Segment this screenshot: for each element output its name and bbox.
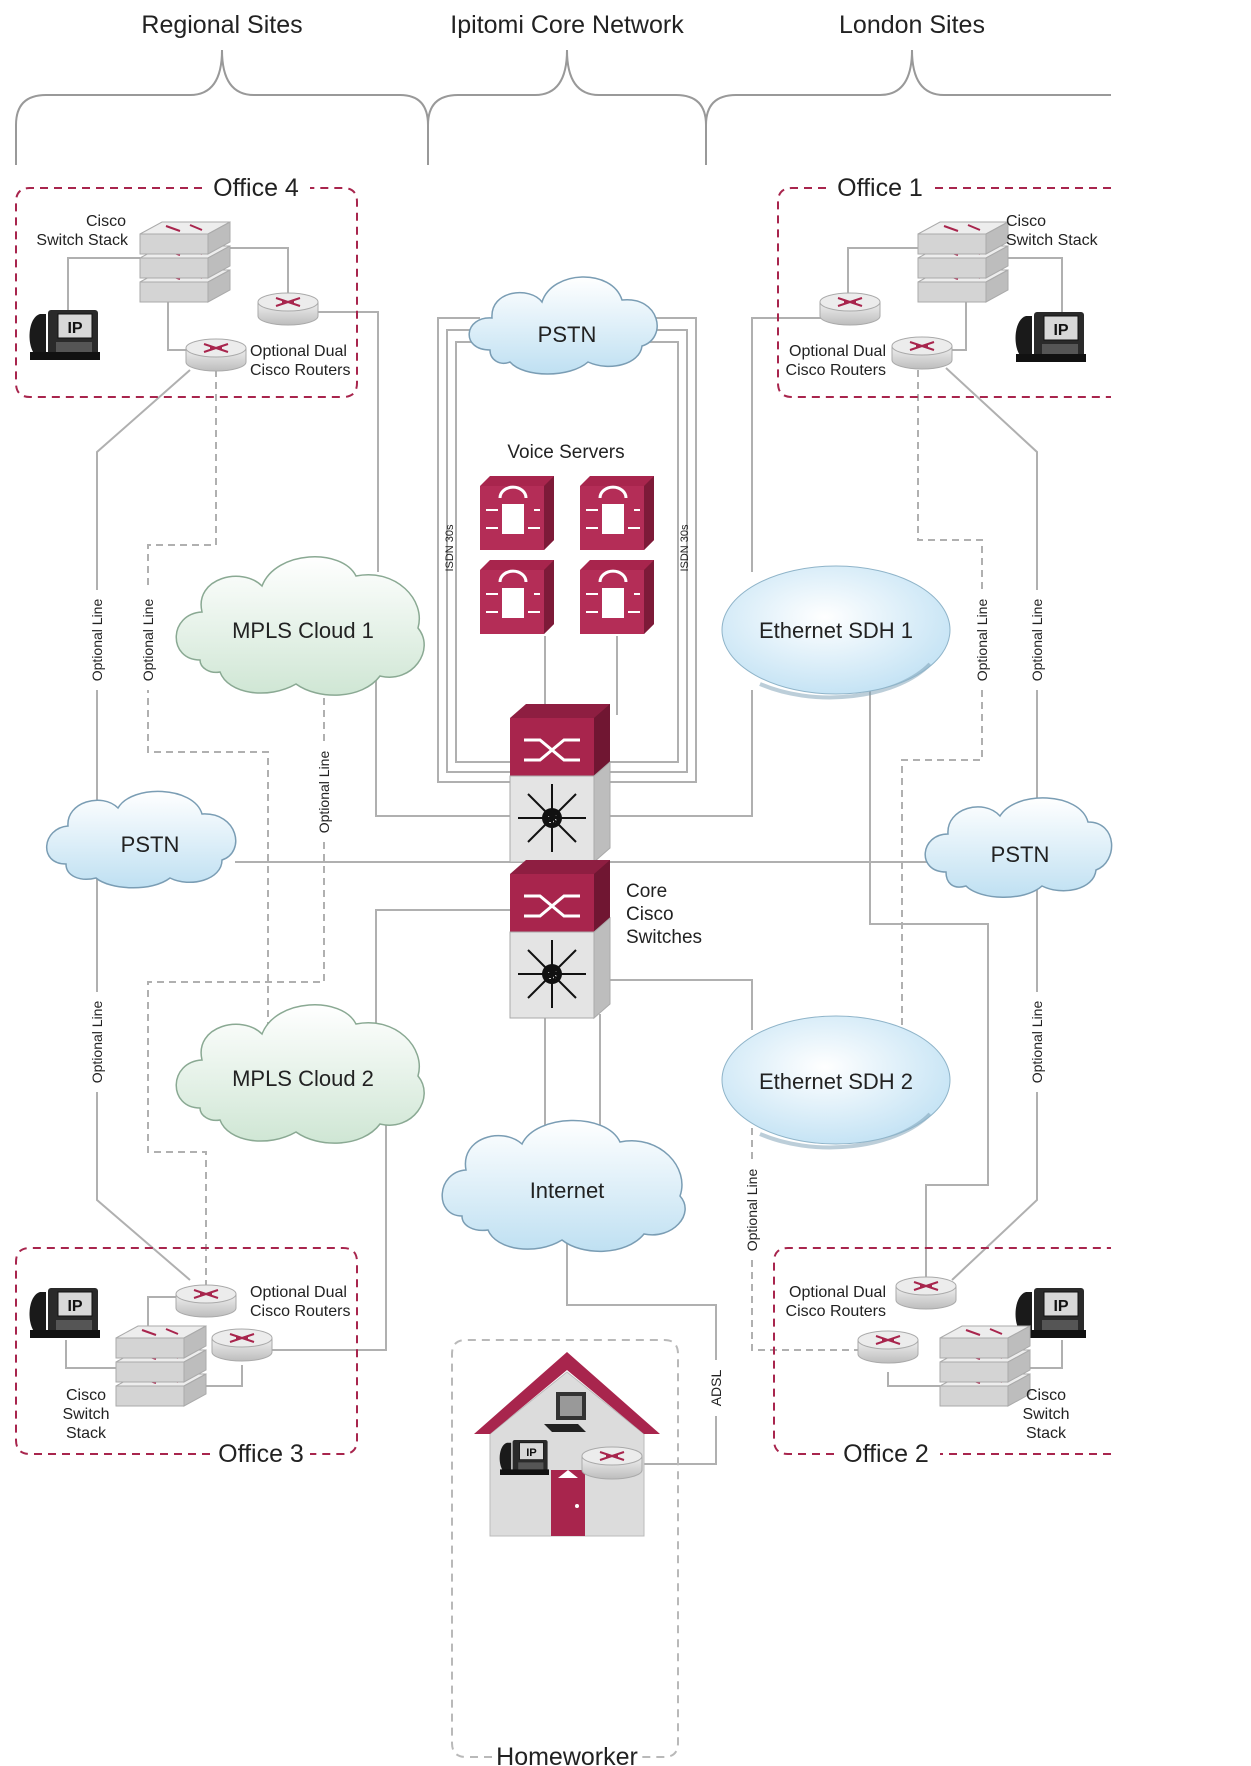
office-1: Office 1 Cisco Switch Stack Optional Dua… bbox=[777, 174, 1111, 398]
switch-stack-label: Switch Stack bbox=[36, 232, 129, 249]
optional-line-label: Optional Line bbox=[140, 599, 156, 682]
header-braces bbox=[15, 49, 1111, 165]
adsl-label: ADSL bbox=[708, 1370, 724, 1407]
isdn-left-label: ISDN 30s bbox=[444, 524, 456, 572]
optional-dual-label: Optional Dual bbox=[250, 1284, 347, 1301]
pstn-right-cloud: PSTN bbox=[924, 797, 1113, 898]
optional-line-label: Optional Line bbox=[1029, 599, 1045, 682]
header-london: London Sites bbox=[839, 11, 985, 39]
router-icon bbox=[175, 1284, 237, 1318]
sdh2-ellipse: Ethernet SDH 2 bbox=[721, 1015, 951, 1150]
mpls2-cloud: MPLS Cloud 2 bbox=[175, 1004, 425, 1144]
router-icon bbox=[857, 1330, 919, 1364]
ip-phone-icon bbox=[29, 309, 101, 361]
optional-dual-label: Optional Dual bbox=[250, 343, 347, 360]
ip-phone-icon bbox=[29, 1287, 101, 1339]
cisco-label: Cisco bbox=[1006, 213, 1046, 230]
homeworker-title: Homeworker bbox=[496, 1743, 638, 1766]
computer-icon bbox=[544, 1392, 586, 1432]
voice-server-icon bbox=[578, 558, 656, 636]
pstn-right-label: PSTN bbox=[991, 842, 1050, 867]
sdh1-ellipse: Ethernet SDH 1 bbox=[721, 565, 951, 700]
cisco-routers-label: Cisco Routers bbox=[250, 1303, 350, 1320]
mpls2-label: MPLS Cloud 2 bbox=[232, 1066, 374, 1091]
office-2-title: Office 2 bbox=[843, 1440, 929, 1468]
office-1-title: Office 1 bbox=[837, 174, 923, 202]
switch-label: Switch bbox=[62, 1406, 109, 1423]
cisco-routers-label: Cisco Routers bbox=[786, 362, 886, 379]
office-2: Office 2 Optional Dual Cisco Routers Cis… bbox=[773, 1247, 1111, 1468]
switch-stack-icon bbox=[918, 222, 1008, 302]
optional-line-label: Optional Line bbox=[1029, 1001, 1045, 1084]
cisco-label: Cisco bbox=[66, 1387, 106, 1404]
homeworker: Homeworker bbox=[451, 1339, 679, 1766]
switch-stack-icon bbox=[140, 222, 230, 302]
optional-line-label: Optional Line bbox=[89, 1001, 105, 1084]
router-icon bbox=[211, 1328, 273, 1362]
router-icon bbox=[185, 338, 247, 372]
pstn-left-label: PSTN bbox=[121, 832, 180, 857]
core-label-2: Cisco bbox=[626, 904, 674, 925]
cisco-label: Cisco bbox=[1026, 1387, 1066, 1404]
voice-server-icon bbox=[478, 558, 556, 636]
office-4-title: Office 4 bbox=[213, 174, 299, 202]
voice-server-icon bbox=[578, 474, 656, 552]
cisco-label: Cisco bbox=[86, 213, 126, 230]
voice-server-icon bbox=[478, 474, 556, 552]
pstn-top-label: PSTN bbox=[538, 322, 597, 347]
mpls1-label: MPLS Cloud 1 bbox=[232, 618, 374, 643]
house-icon bbox=[474, 1352, 660, 1537]
stack-label: Stack bbox=[66, 1425, 107, 1442]
isdn-right-label: ISDN 30s bbox=[679, 524, 691, 572]
sdh1-label: Ethernet SDH 1 bbox=[759, 618, 913, 643]
router-icon bbox=[257, 292, 319, 326]
switch-label: Switch bbox=[1022, 1406, 1069, 1423]
optional-line-label: Optional Line bbox=[974, 599, 990, 682]
switch-stack-icon bbox=[116, 1326, 206, 1406]
office-3-title: Office 3 bbox=[218, 1440, 304, 1468]
core-switch-icon bbox=[508, 858, 612, 1020]
core-switch-icon bbox=[508, 702, 612, 864]
pstn-left-cloud: PSTN bbox=[46, 790, 237, 889]
sdh2-label: Ethernet SDH 2 bbox=[759, 1069, 913, 1094]
switch-stack-icon bbox=[940, 1326, 1030, 1406]
stack-label: Stack bbox=[1026, 1425, 1067, 1442]
ip-phone-icon bbox=[1015, 311, 1087, 363]
core-label-1: Core bbox=[626, 881, 667, 902]
optional-line-label: Optional Line bbox=[744, 1169, 760, 1252]
voice-servers-label: Voice Servers bbox=[507, 442, 624, 463]
internet-cloud: Internet bbox=[441, 1119, 686, 1252]
switch-stack-label: Switch Stack bbox=[1006, 232, 1099, 249]
header-core: Ipitomi Core Network bbox=[450, 11, 684, 39]
ip-phone-icon bbox=[499, 1439, 550, 1476]
cisco-routers-label: Cisco Routers bbox=[250, 362, 350, 379]
router-icon bbox=[819, 292, 881, 326]
office-3: Office 3 Optional Dual Cisco Routers Cis… bbox=[15, 1247, 358, 1468]
mpls1-cloud: MPLS Cloud 1 bbox=[175, 556, 425, 696]
optional-line-label: Optional Line bbox=[89, 599, 105, 682]
optional-line-label: Optional Line bbox=[316, 751, 332, 834]
router-icon bbox=[895, 1276, 957, 1310]
optional-line-labels: Optional Line Optional Line Optional Lin… bbox=[89, 590, 1045, 1416]
router-icon bbox=[581, 1446, 643, 1480]
cisco-routers-label: Cisco Routers bbox=[786, 1303, 886, 1320]
office-4: Office 4 Cisco Switch Stack Optional Dua… bbox=[15, 174, 358, 398]
pstn-top-cloud: PSTN bbox=[468, 276, 658, 375]
core-label-3: Switches bbox=[626, 927, 702, 948]
optional-dual-label: Optional Dual bbox=[789, 343, 886, 360]
header-regional: Regional Sites bbox=[141, 11, 302, 39]
optional-dual-label: Optional Dual bbox=[789, 1284, 886, 1301]
router-icon bbox=[891, 336, 953, 370]
internet-label: Internet bbox=[530, 1178, 605, 1203]
